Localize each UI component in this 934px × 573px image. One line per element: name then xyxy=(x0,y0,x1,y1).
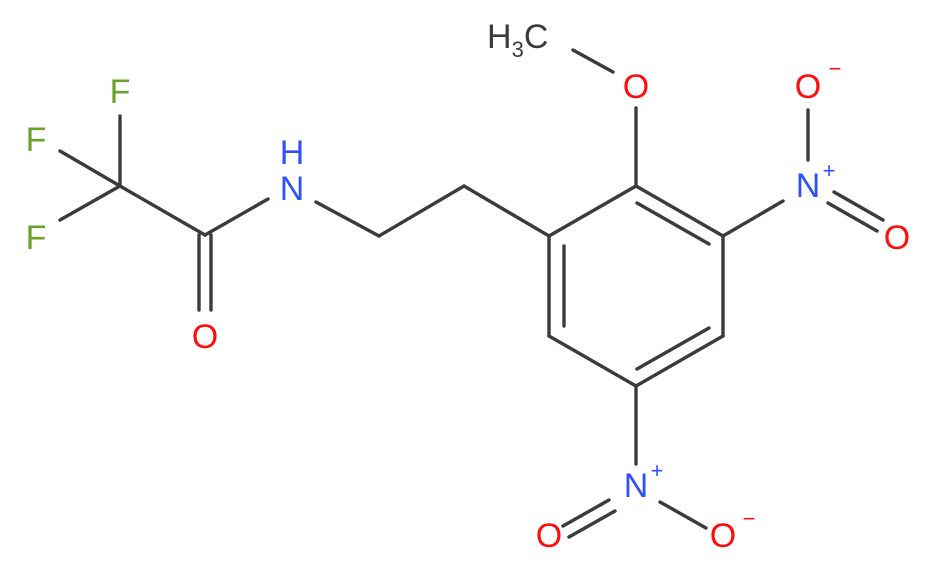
ring-bond-4 xyxy=(634,334,725,388)
bond-n-bottom-o-double-a xyxy=(561,498,611,528)
bond-n-top-o-double-a xyxy=(832,190,885,222)
amide-hydrogen-atom: H xyxy=(280,134,305,172)
atom-label-layer: F F F O H N O H3C N + O − O N + O O − xyxy=(26,18,911,555)
methyl-hydrogen: H xyxy=(487,18,512,56)
bond-n-bottom-o-minus xyxy=(658,500,708,530)
ring-bond-1 xyxy=(547,184,638,238)
fluorine-atom-top: F xyxy=(110,73,131,111)
ring-bond-2-inner xyxy=(635,201,711,246)
methoxy-oxygen-atom: O xyxy=(623,68,649,106)
nitro-bottom-double-oxygen-atom: O xyxy=(536,517,562,555)
nitro-top-plus-charge: + xyxy=(823,158,836,183)
fluorine-atom-bottom: F xyxy=(26,219,47,257)
nitro-bottom-oxide-oxygen-atom: O xyxy=(710,517,736,555)
bond-ch2-ring xyxy=(462,184,551,238)
fluorine-atom-left: F xyxy=(26,121,47,159)
nitro-top-minus-charge: − xyxy=(829,56,842,81)
methyl-carbon: C xyxy=(524,18,549,56)
bond-ch2-ch2 xyxy=(377,184,466,238)
bond-o-methyl xyxy=(571,48,615,74)
ring-bond-5 xyxy=(547,334,638,388)
nitro-bottom-nitrogen-atom: N xyxy=(624,467,649,505)
ring-bond-2 xyxy=(634,184,725,238)
nitro-top-nitrogen-atom: N xyxy=(796,167,821,205)
bond-cf3-f-left xyxy=(58,149,122,188)
bond-cf3-f-bottom xyxy=(58,184,122,222)
bond-carbonyl-n xyxy=(203,197,270,237)
amide-nitrogen-atom: N xyxy=(280,170,305,208)
nitro-bottom-plus-charge: + xyxy=(651,458,664,483)
bond-ring-n-top xyxy=(721,199,785,238)
ring-bond-4-inner xyxy=(635,326,711,371)
bond-n-top-o-double-b xyxy=(826,201,879,233)
methyl-subscript: 3 xyxy=(512,37,524,62)
bond-n-ch2 xyxy=(314,200,381,238)
nitro-top-double-oxygen-atom: O xyxy=(884,219,910,257)
bond-layer xyxy=(58,48,885,539)
bond-cf3-carbonyl xyxy=(118,184,207,237)
bond-n-bottom-o-double-b xyxy=(567,509,617,539)
carbonyl-oxygen-atom: O xyxy=(192,318,218,356)
methyl-group-label: H3C xyxy=(487,18,548,62)
nitro-top-oxide-oxygen-atom: O xyxy=(795,68,821,106)
nitro-bottom-minus-charge: − xyxy=(743,506,756,531)
